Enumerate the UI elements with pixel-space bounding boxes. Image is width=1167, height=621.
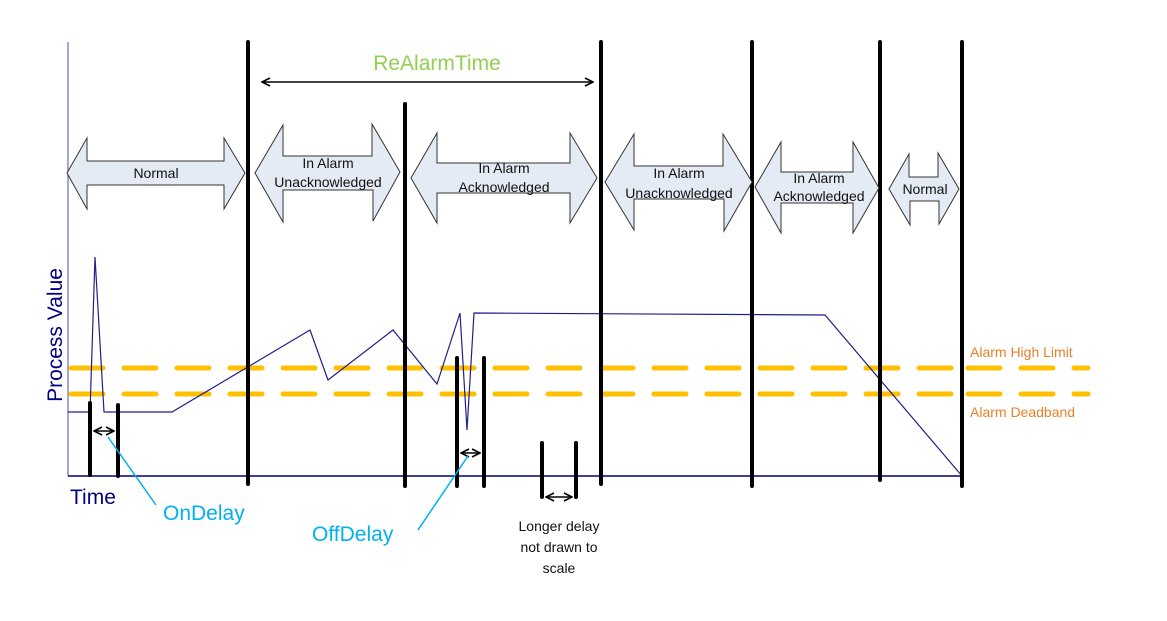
- state-label: Unacknowledged: [625, 185, 732, 201]
- state-label: Unacknowledged: [274, 174, 381, 190]
- alarm-deadband-label: Alarm Deadband: [970, 404, 1075, 420]
- state-arrow-unack-2: [604, 132, 753, 233]
- state-arrow-normal: [66, 136, 246, 211]
- alarm-high-limit-label: Alarm High Limit: [970, 344, 1073, 360]
- longer-delay-note-line: scale: [543, 560, 576, 576]
- state-label: Normal: [902, 181, 947, 197]
- state-transition-markers: [246, 40, 964, 488]
- state-label: Acknowledged: [773, 188, 864, 204]
- state-label: Normal: [133, 165, 178, 181]
- longer-delay-note-line: Longer delay: [519, 518, 600, 534]
- state-label: In Alarm: [478, 160, 529, 176]
- longer-delay-note-line: not drawn to: [520, 539, 597, 555]
- off-delay-leader: [417, 455, 469, 531]
- realarm-time-label: ReAlarmTime: [373, 52, 501, 75]
- state-arrow-normal-2: [888, 151, 960, 227]
- on-delay-markers: [88, 401, 120, 478]
- state-label: In Alarm: [793, 170, 844, 186]
- state-label: In Alarm: [653, 165, 704, 181]
- on-delay-label: OnDelay: [163, 502, 245, 525]
- state-arrow-unack-1: [254, 122, 401, 224]
- state-arrow-ack-2: [754, 140, 880, 235]
- longer-delay-markers: [540, 441, 578, 499]
- state-arrow-ack-1: [410, 131, 598, 225]
- off-delay-markers: [455, 356, 486, 488]
- process-value-trace: [68, 256, 963, 477]
- off-delay-label: OffDelay: [312, 523, 394, 546]
- x-axis-label: Time: [70, 486, 116, 509]
- state-label: Acknowledged: [458, 179, 549, 195]
- y-axis-label: Process Value: [44, 268, 67, 402]
- on-delay-leader: [107, 436, 157, 506]
- state-arrows: [66, 122, 960, 235]
- state-label: In Alarm: [302, 155, 353, 171]
